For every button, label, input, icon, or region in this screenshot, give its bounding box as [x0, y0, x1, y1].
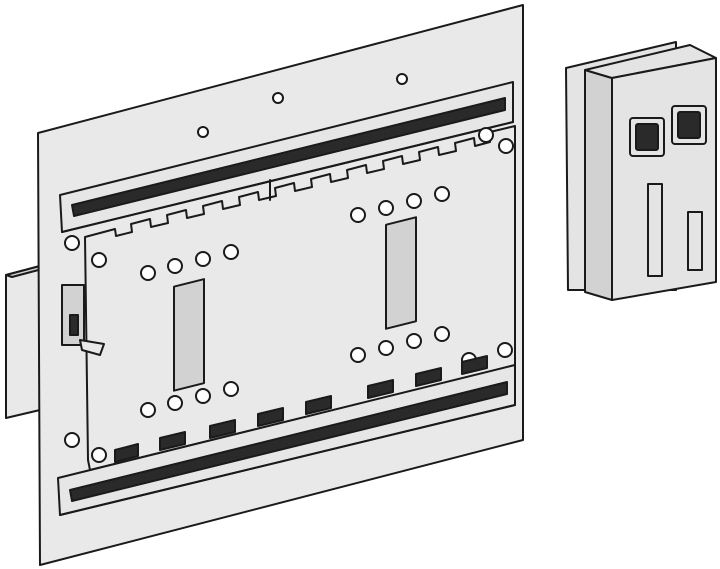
breaker-base-frame — [61, 125, 516, 471]
auxiliary-module — [565, 41, 717, 301]
module-slot-tall — [647, 183, 663, 277]
module-box-side — [584, 69, 613, 301]
connector-block-face — [5, 265, 41, 419]
right-upper-holes — [350, 186, 450, 223]
right-window — [385, 216, 417, 330]
bottom-din-rail — [57, 364, 516, 516]
left-window — [173, 278, 205, 392]
plate-hole-1 — [197, 126, 209, 138]
bottom-tabs — [114, 355, 488, 463]
top-din-rail — [59, 81, 514, 233]
right-lower-holes — [350, 127, 514, 368]
top-rail-groove — [71, 97, 506, 217]
left-upper-holes — [91, 244, 239, 281]
module-terminal-left — [629, 117, 665, 157]
bottom-rail-groove — [69, 381, 508, 502]
module-terminal-right — [671, 105, 707, 145]
plate-hole-3 — [396, 73, 408, 85]
left-lower-holes — [64, 235, 239, 463]
left-side-clip — [61, 284, 105, 356]
plate-hole-2 — [272, 92, 284, 104]
module-slot-short — [687, 211, 703, 271]
bottom-rail-edge — [59, 404, 516, 516]
top-rail-edge — [61, 121, 514, 233]
